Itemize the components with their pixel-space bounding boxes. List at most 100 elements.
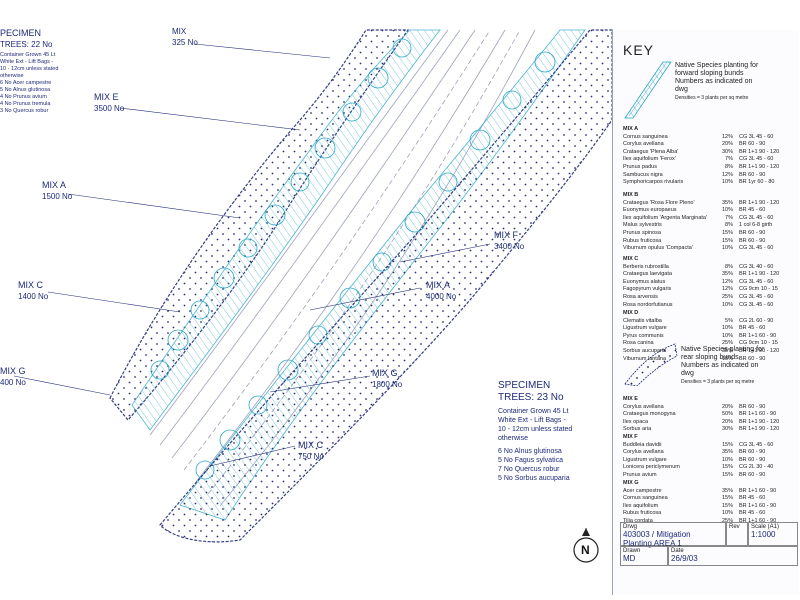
species-percent: 8%	[725, 163, 733, 170]
date-cell: Date 26/9/03	[668, 546, 798, 566]
stock-size: CG 3L 45 - 60	[739, 133, 774, 140]
specimen-top-title: PECIMEN	[0, 28, 42, 38]
stock-size: BR 1+1 90 - 120	[739, 148, 780, 155]
species-name: Ilex aquifolium 'Ferox'	[623, 156, 676, 163]
stock-size: BR 60 - 90	[739, 171, 766, 178]
forward-bund-left	[131, 29, 441, 431]
species-name: Crataegus 'Rosa Flore Pleno'	[623, 199, 695, 206]
species-percent: 25%	[721, 517, 733, 524]
species-percent: 15%	[721, 441, 733, 448]
rear-bund-description: Native Species planting for rear sloping…	[681, 346, 765, 385]
species-percent: 25%	[721, 293, 733, 300]
key-mix-row: Ilex aquifolium 'Argenta Marginata'7%CG …	[623, 215, 795, 223]
stock-size: BR 60 - 90	[739, 229, 766, 236]
species-name: Rubus fruticosa	[623, 510, 662, 517]
stock-size: BR 1+1 60 - 90	[739, 502, 777, 509]
stock-size: CG 2L 30 - 40	[739, 464, 774, 471]
species-percent: 7%	[725, 156, 733, 163]
stock-size: CG 2L 60 - 90	[739, 317, 774, 324]
species-percent: 30%	[721, 426, 733, 433]
key-mix-row: Ilex aquifolium 'Ferox'7%CG 3L 45 - 60	[623, 156, 795, 164]
north-label: N	[581, 543, 590, 557]
north-arrow: N	[572, 528, 600, 564]
species-percent: 5%	[725, 317, 733, 324]
stock-size: BR 1+1 90 - 120	[739, 418, 780, 425]
species-percent: 15%	[721, 237, 733, 244]
species-name: Prunus avium	[623, 471, 657, 478]
key-mix-heading: MIX B	[623, 192, 639, 198]
species-percent: 12%	[721, 286, 733, 293]
species-name: Cornus sanguinea	[623, 495, 668, 502]
species-percent: 10%	[721, 510, 733, 517]
key-mix-heading: MIX C	[623, 256, 639, 262]
species-name: Ligustrum vulgare	[623, 456, 667, 463]
forward-bund-description: Native Species planting for forward slop…	[675, 62, 759, 101]
species-percent: 30%	[721, 148, 733, 155]
stock-size: BR 45 - 60	[739, 495, 766, 502]
key-mix-heading: MIX E	[623, 396, 638, 402]
species-name: Sambucus nigra	[623, 171, 663, 178]
species-percent: 7%	[725, 214, 733, 221]
key-mix-heading: MIX G	[623, 480, 639, 486]
species-percent: 15%	[721, 495, 733, 502]
species-percent: 10%	[721, 207, 733, 214]
key-mix-row: Crataegus 'Rosa Flore Pleno'35%BR 1+1 90…	[623, 200, 795, 208]
species-name: Euonymus alatus	[623, 278, 666, 285]
key-mix-row: Viburnum opulus 'Compacta'10%CG 3L 45 - …	[623, 245, 795, 253]
key-mix-row: Cornus sanguinea 15% BR 45 - 60	[623, 495, 795, 503]
label-mix-a-1: MIX A 1500 No	[42, 180, 73, 201]
species-percent: 10%	[721, 325, 733, 332]
species-name: Acer campestre	[623, 487, 662, 494]
species-name: Corylus avellana	[623, 403, 664, 410]
species-name: Sorbus aria	[623, 426, 652, 433]
forward-bund-key-symbol	[624, 61, 672, 119]
stock-size: 1 col 6-8 girth	[739, 222, 773, 229]
stock-size: BR 1+1 60 - 90	[739, 332, 777, 339]
label-mix-f: MIX F 3400 No	[494, 230, 525, 251]
species-percent: 20%	[721, 141, 733, 148]
species-name: Ilex aquifolium	[623, 502, 659, 509]
drawn-by-cell: Drawn MD	[620, 546, 668, 566]
stock-size: BR 1yr 60 - 80	[739, 179, 775, 186]
species-percent: 10%	[721, 456, 733, 463]
stock-size: BR 1+1 60 - 90	[739, 411, 777, 418]
leader-lines	[13, 43, 491, 467]
scale-cell: Scale (A1) 1:1000	[748, 522, 798, 546]
stock-size: BR 1+1 60 - 90	[739, 517, 777, 524]
species-percent: 10%	[721, 179, 733, 186]
label-mix-top: MIX 325 No	[172, 27, 198, 47]
species-name: Prunus spinosa	[623, 229, 661, 236]
stock-size: BR 45 - 60	[739, 207, 766, 214]
species-name: Rosa nordorfutianus	[623, 301, 673, 308]
title-block: Drwg 403003 / Mitigation Planting AREA 1…	[620, 522, 798, 570]
stock-size: CG 9cm 10 - 15	[739, 286, 778, 293]
species-name: Cornus sanguinea	[623, 133, 668, 140]
stock-size: CG 3L 45 - 60	[739, 441, 774, 448]
stock-size: CG 3L 40 - 60	[739, 263, 774, 270]
label-mix-e: MIX E 3500 No	[94, 92, 125, 113]
species-name: Corylus avellana	[623, 449, 664, 456]
stock-size: CG 3L 45 - 60	[739, 293, 774, 300]
key-mix-heading: MIX A	[623, 126, 639, 132]
species-name: Viburnum opulus 'Compacta'	[623, 245, 693, 252]
